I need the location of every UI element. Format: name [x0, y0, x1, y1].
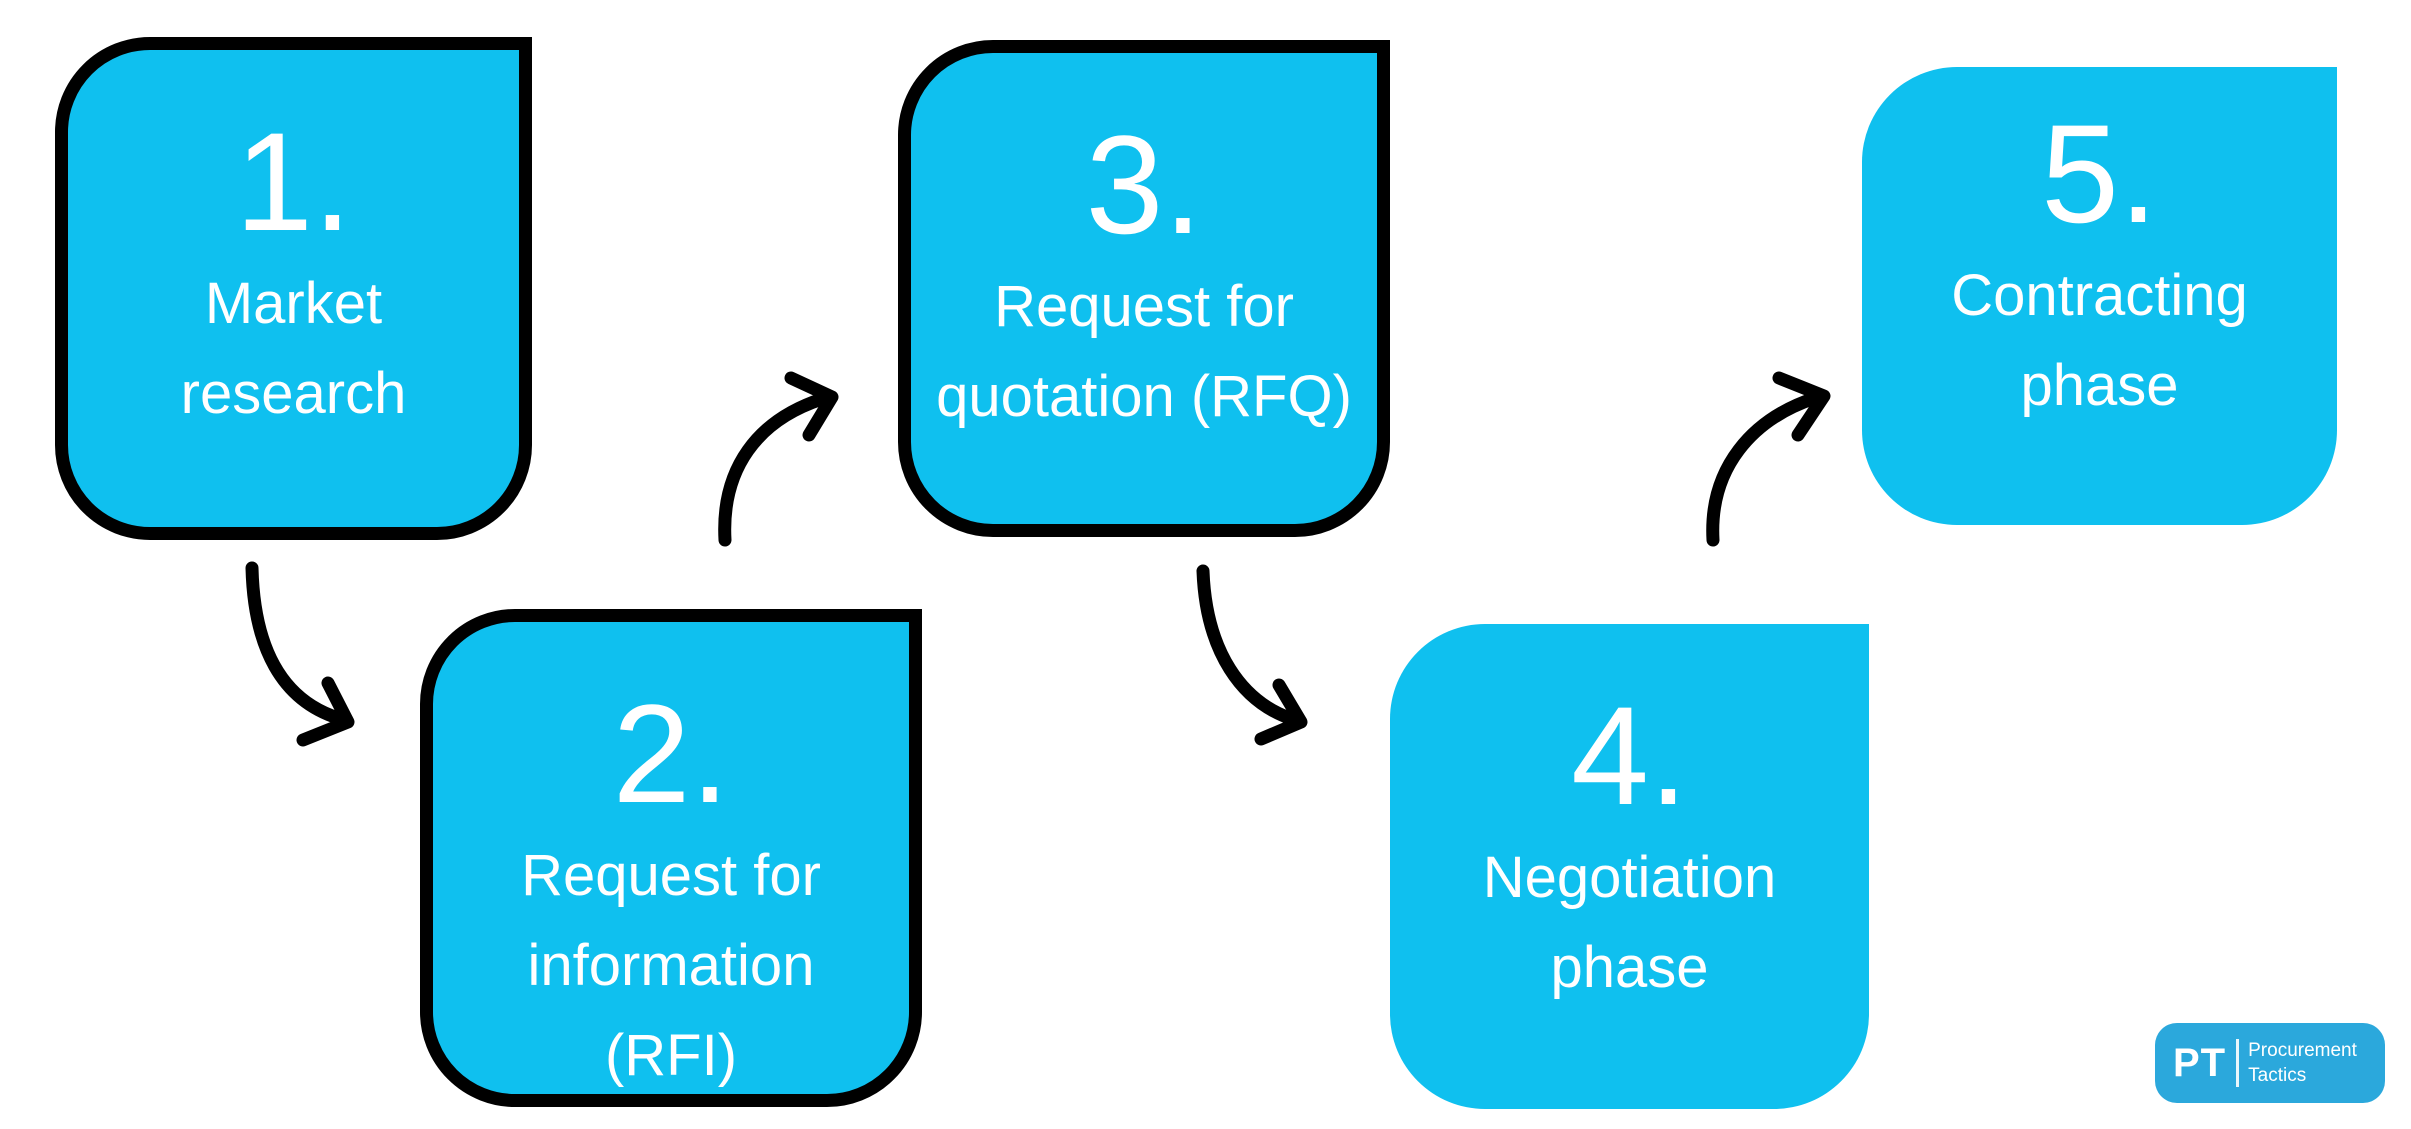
step-label-line: (RFI) [604, 1023, 738, 1088]
logo-monogram: PT [2173, 1040, 2227, 1085]
step-label-line: Request for [521, 843, 821, 908]
logo-wordmark-line2: Tactics [2248, 1065, 2307, 1086]
step-label-line: Contracting [1951, 263, 2248, 328]
step-number: 3. [1085, 106, 1203, 263]
step-number: 5. [2041, 95, 2158, 252]
step-label-line: phase [1550, 935, 1709, 1000]
logo-wordmark-line1: Procurement [2248, 1040, 2357, 1061]
arrow-step3-to-step4 [1196, 564, 1308, 746]
step-label-line: phase [2020, 353, 2179, 418]
step-number: 4. [1571, 677, 1688, 834]
step-box-4: 4. Negotiation phase [1390, 624, 1869, 1109]
step-box-3: 3. Request for quotation (RFQ) [898, 40, 1390, 537]
step-box-5: 5. Contracting phase [1862, 67, 2337, 525]
step-label-line: Request for [994, 274, 1294, 339]
step-number: 1. [235, 103, 352, 260]
logo-wordmark: Procurement Tactics [2248, 1038, 2357, 1088]
arrow-step1-to-step2 [245, 561, 355, 747]
step-box-1: 1. Market research [55, 37, 532, 540]
step-label-line: information [527, 933, 815, 998]
brand-logo: PT Procurement Tactics [2155, 1023, 2385, 1103]
step-label-line: Market [204, 271, 383, 336]
logo-divider [2236, 1039, 2240, 1087]
arrow-step4-to-step5 [1706, 371, 1831, 547]
step-label-line: quotation (RFQ) [936, 364, 1352, 429]
step-number: 2. [612, 675, 730, 832]
step-label-line: Negotiation [1482, 845, 1777, 910]
arrow-step2-to-step3 [718, 371, 839, 547]
step-label-line: research [180, 361, 407, 426]
step-box-2: 2. Request for information (RFI) [420, 609, 922, 1107]
